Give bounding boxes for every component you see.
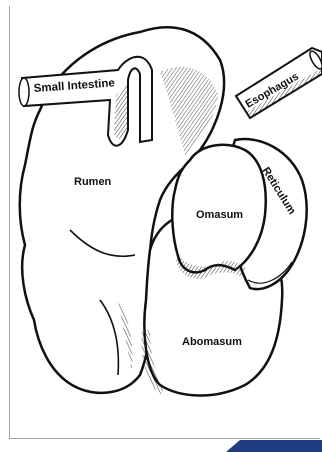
abomasum-label: Abomasum	[182, 336, 242, 348]
omasum-label: Omasum	[196, 209, 243, 221]
rumen-label: Rumen	[74, 176, 112, 188]
footer-accent-bar	[226, 440, 322, 452]
